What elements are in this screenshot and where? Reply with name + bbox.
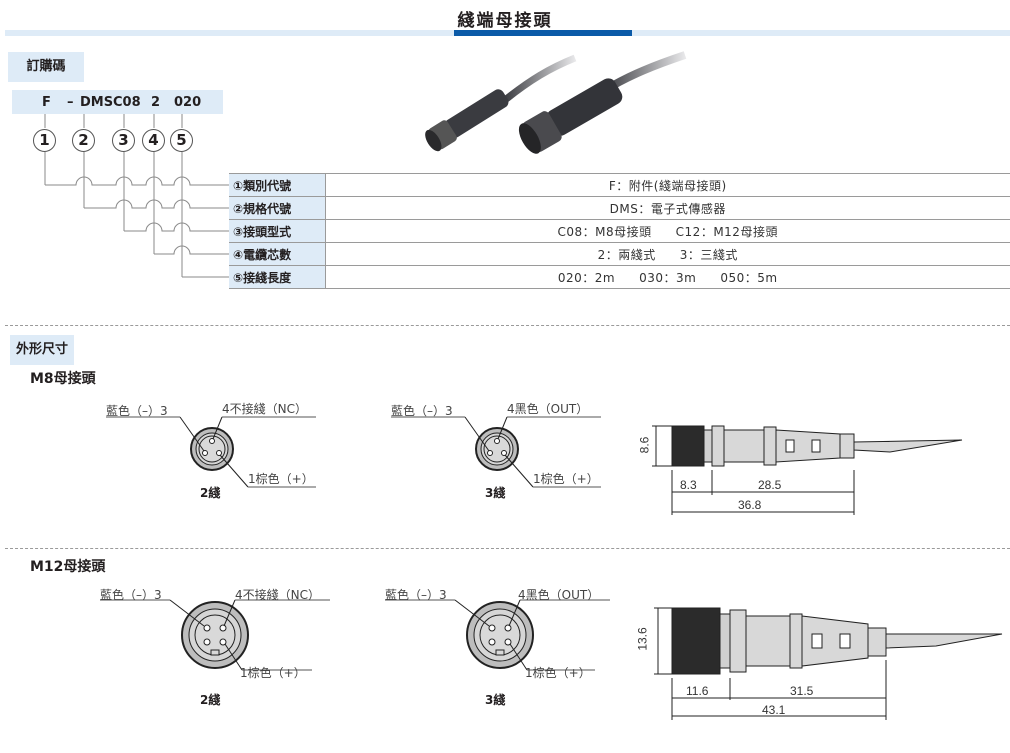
m8-2wire-caption: 2綫 <box>200 486 221 500</box>
m12-3wire-pin1-label: 1棕色（+） <box>525 666 591 680</box>
circle-number-1: 1 <box>33 129 56 152</box>
m8-3wire-pin1-label: 1棕色（+） <box>533 472 599 486</box>
spec-key-length: ⑤接綫長度 <box>229 265 326 289</box>
order-spec-table: ①類別代號 F：附件(綫端母接頭) ②規格代號 DMS：電子式傳感器 ③接頭型式… <box>229 173 1010 289</box>
code-part-connector: C08 <box>113 95 141 110</box>
circle-number-2: 2 <box>72 129 95 152</box>
code-part-cores: 2 <box>151 95 161 110</box>
section-divider <box>5 548 1010 549</box>
m8-heading: M8母接頭 <box>30 371 96 387</box>
order-code-tree-lines <box>44 114 229 278</box>
m12-total-length-dimension: 43.1 <box>762 703 786 717</box>
title-accent-bar <box>454 30 632 36</box>
m8-2wire-pin4-label: 4不接綫（NC） <box>222 402 307 416</box>
code-part-dash: – <box>67 95 74 110</box>
m8-height-dimension: 8.6 <box>637 436 652 454</box>
spec-key-type: ①類別代號 <box>229 173 326 197</box>
code-part-type: F <box>42 95 51 110</box>
m8-total-length-dimension: 36.8 <box>738 498 762 512</box>
m8-3wire-pinout-diagram <box>391 416 601 488</box>
m12-3wire-pinout-diagram <box>385 599 610 671</box>
section-divider <box>5 325 1010 326</box>
m12-2wire-pin3-label: 藍色（–）3 <box>100 588 162 602</box>
m8-head-length-dimension: 8.3 <box>680 478 697 492</box>
page-title: 綫端母接頭 <box>457 11 553 31</box>
circle-number-4: 4 <box>142 129 165 152</box>
spec-key-spec: ②規格代號 <box>229 196 326 220</box>
order-code-bar: F – DMS C08 2 020 <box>12 90 223 114</box>
m12-head-length-dimension: 11.6 <box>686 684 709 698</box>
product-photo <box>425 51 687 154</box>
m8-2wire-pinout-diagram <box>106 416 316 488</box>
table-row: ②規格代號 DMS：電子式傳感器 <box>229 196 1010 220</box>
table-row: ①類別代號 F：附件(綫端母接頭) <box>229 173 1010 197</box>
dimensions-label: 外形尺寸 <box>10 335 75 365</box>
spec-value-spec: DMS：電子式傳感器 <box>325 196 1010 220</box>
m12-body-length-dimension: 31.5 <box>790 684 814 698</box>
m8-2wire-pin3-label: 藍色（–）3 <box>106 404 168 418</box>
m8-3wire-caption: 3綫 <box>485 486 506 500</box>
m12-3wire-pin3-label: 藍色（–）3 <box>385 588 447 602</box>
m12-2wire-pinout-diagram <box>100 599 330 671</box>
m12-2wire-pin1-label: 1棕色（+） <box>240 666 306 680</box>
code-part-spec: DMS <box>80 95 114 110</box>
m8-3wire-pin4-label: 4黑色（OUT） <box>507 402 589 416</box>
m8-3wire-pin3-label: 藍色（–）3 <box>391 404 453 418</box>
code-part-length: 020 <box>174 95 202 110</box>
m12-3wire-pin4-label: 4黑色（OUT） <box>518 588 600 602</box>
circle-number-5: 5 <box>170 129 193 152</box>
spec-key-connector: ③接頭型式 <box>229 219 326 243</box>
m12-3wire-caption: 3綫 <box>485 693 506 707</box>
order-code-label: 訂購碼 <box>8 52 84 82</box>
m12-heading: M12母接頭 <box>30 559 106 575</box>
m12-2wire-pin4-label: 4不接綫（NC） <box>235 588 320 602</box>
m12-2wire-caption: 2綫 <box>200 693 221 707</box>
circle-number-3: 3 <box>112 129 135 152</box>
m8-body-length-dimension: 28.5 <box>758 478 782 492</box>
m12-height-dimension: 13.6 <box>635 627 650 651</box>
m8-2wire-pin1-label: 1棕色（+） <box>248 472 314 486</box>
m8-side-dimension-drawing <box>652 425 963 515</box>
spec-value-type: F：附件(綫端母接頭) <box>325 173 1010 197</box>
m12-side-dimension-drawing <box>654 607 1003 720</box>
spec-key-cores: ④電纜芯數 <box>229 242 326 266</box>
